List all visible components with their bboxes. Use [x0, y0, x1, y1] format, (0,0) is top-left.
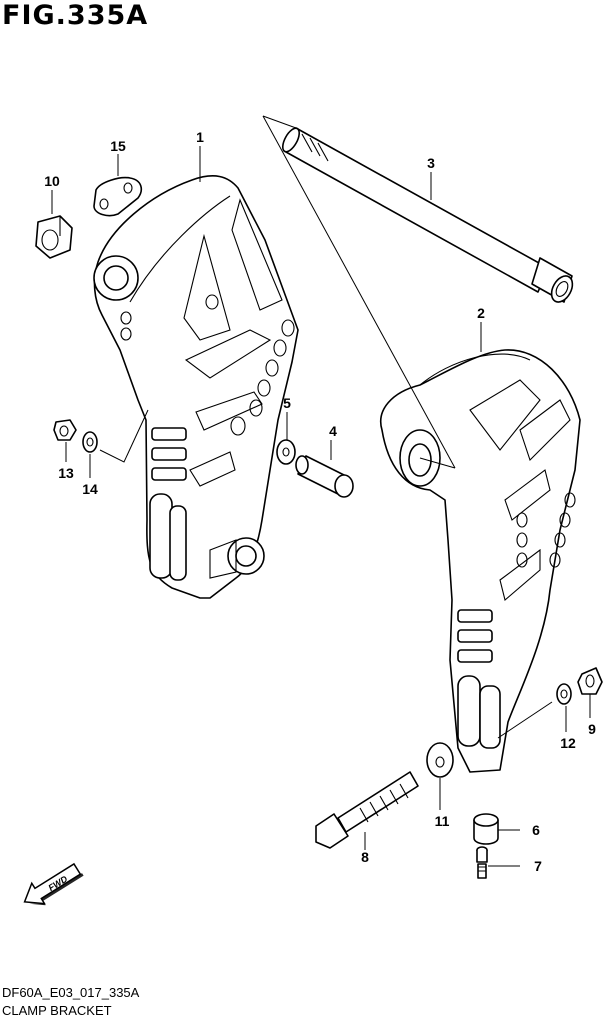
- callout-13: 13: [58, 465, 74, 481]
- callout-labels: 1 2 3 4 5 6 7 8 9 10 11 12 13 14 15: [44, 129, 596, 874]
- callout-7: 7: [534, 858, 542, 874]
- callout-1: 1: [196, 129, 204, 145]
- callout-3: 3: [427, 155, 435, 171]
- bolt-8[interactable]: [315, 771, 419, 849]
- callout-6: 6: [532, 822, 540, 838]
- fwd-arrow: FWD: [23, 862, 84, 906]
- spacer-6[interactable]: [473, 813, 499, 845]
- nut-10[interactable]: [35, 215, 73, 259]
- bolt-7[interactable]: [476, 846, 488, 879]
- figure-title: FIG.335A: [2, 0, 149, 31]
- washer-12[interactable]: [556, 683, 572, 705]
- washer-5[interactable]: [276, 439, 296, 465]
- callout-12: 12: [560, 735, 576, 751]
- figure-caption: CLAMP BRACKET: [2, 1003, 112, 1018]
- callout-14: 14: [82, 481, 98, 497]
- clamp-bracket-right[interactable]: [380, 349, 581, 773]
- washer-14[interactable]: [82, 431, 98, 453]
- callout-5: 5: [283, 395, 291, 411]
- nut-13[interactable]: [53, 419, 77, 441]
- clamp-bracket-left[interactable]: [93, 175, 299, 599]
- callout-4: 4: [329, 423, 337, 439]
- callout-8: 8: [361, 849, 369, 865]
- tilt-tube[interactable]: [262, 115, 577, 469]
- callout-15: 15: [110, 138, 126, 154]
- gasket-plate-15[interactable]: [93, 176, 143, 217]
- callout-11: 11: [435, 813, 450, 829]
- nut-9[interactable]: [577, 667, 603, 695]
- washer-11[interactable]: [426, 742, 454, 778]
- callout-10: 10: [44, 173, 60, 189]
- figure-code: DF60A_E03_017_335A: [2, 985, 140, 1000]
- callout-2: 2: [477, 305, 485, 321]
- leader-lines: [51, 146, 591, 867]
- pin-bolt[interactable]: [295, 455, 354, 498]
- callout-9: 9: [588, 721, 596, 737]
